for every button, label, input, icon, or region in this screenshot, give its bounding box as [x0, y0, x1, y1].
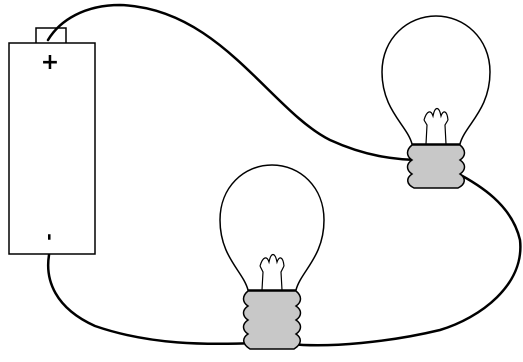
- bulb-lower-glass: [219, 164, 325, 291]
- wire-positive-to-bulb-1: [46, 3, 424, 162]
- bulb-upper-glass: [381, 15, 491, 145]
- bulb-lower-filament: [259, 253, 285, 291]
- battery-negative-label: -: [39, 233, 60, 240]
- light-bulb-upper: [381, 15, 491, 189]
- wire-bulb-1-to-bulb-2: [288, 170, 522, 347]
- wires: [46, 3, 522, 347]
- light-bulb-lower: [219, 164, 325, 350]
- wire-negative-to-bulb-2: [46, 253, 260, 346]
- battery-body: [8, 42, 96, 255]
- battery-positive-label: +: [41, 50, 59, 75]
- bulb-upper-filament: [423, 107, 449, 145]
- battery: + -: [8, 27, 96, 255]
- bulb-upper-base: [406, 144, 466, 189]
- bulb-lower-base: [242, 290, 302, 350]
